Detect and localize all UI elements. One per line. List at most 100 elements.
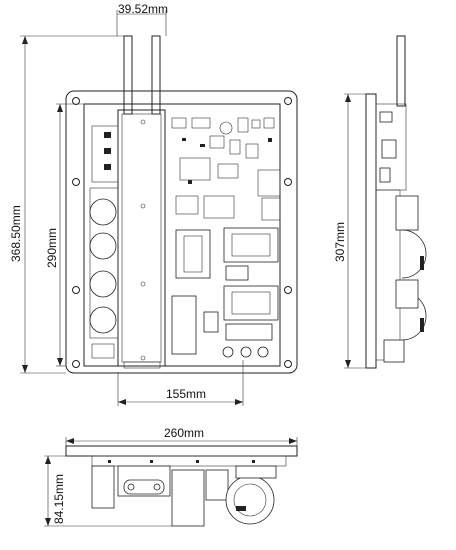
side-component (379, 167, 391, 183)
device-block (91, 125, 119, 183)
ic (203, 195, 235, 219)
dim-arrow (66, 438, 74, 444)
dim-side-height: 307mm (333, 222, 347, 262)
dim-arrow (345, 94, 351, 102)
side-component (395, 195, 419, 231)
bottom-connector (123, 479, 165, 495)
dim-heatsink-width: 155mm (166, 387, 206, 401)
smd-part (268, 138, 272, 142)
terminal (222, 346, 234, 358)
smd-part (263, 117, 275, 129)
bottom-plate (65, 445, 298, 457)
smd-part (182, 138, 186, 141)
dim-antenna-spacing: 39.52mm (118, 2, 168, 16)
antenna-left (123, 35, 133, 115)
smd-part (188, 180, 192, 184)
inductor (223, 285, 279, 321)
heatsink (117, 109, 166, 367)
ic (217, 163, 239, 179)
side-view: 307mm (333, 35, 427, 369)
ic (245, 143, 259, 159)
component (225, 265, 249, 281)
capacitor (89, 232, 117, 260)
ic (229, 139, 241, 155)
bottom-label (236, 506, 246, 511)
smd-part (150, 460, 153, 463)
dim-arrow (118, 399, 126, 405)
inductor-core (231, 291, 271, 315)
connector (91, 343, 115, 359)
power-device (104, 148, 111, 154)
mount-hole (72, 286, 80, 294)
dim-arrow (235, 399, 243, 405)
smd-part (200, 144, 205, 147)
relay (261, 197, 281, 221)
header (171, 117, 187, 129)
smd-part (252, 460, 255, 463)
dim-board-height: 290mm (45, 228, 59, 268)
crystal (219, 121, 233, 135)
terminal (240, 346, 252, 358)
relay (257, 169, 281, 197)
component (225, 323, 273, 341)
ic (175, 195, 199, 215)
smd-part (251, 119, 261, 129)
smd-part (196, 460, 199, 463)
bottom-component (235, 465, 277, 479)
smd-part (108, 460, 111, 463)
ic-area (179, 157, 211, 181)
heatsink-foot (123, 361, 161, 369)
dim-arrow (57, 104, 63, 112)
screw (140, 203, 146, 209)
front-view: 39.52mm 368.50mm 290mm 155mm (9, 2, 298, 406)
bottom-screw (153, 483, 161, 491)
mount-hole (284, 97, 292, 105)
dim-arrow (45, 518, 51, 526)
ic (237, 117, 249, 133)
inductor (223, 227, 279, 263)
capacitor (89, 306, 117, 334)
dim-arrow (57, 358, 63, 366)
bottom-component (205, 469, 229, 501)
bottom-transformer (171, 469, 205, 527)
antenna-side (396, 35, 406, 107)
terminal (257, 346, 269, 358)
dim-arrow (22, 36, 28, 44)
inductor-core (231, 233, 271, 257)
dim-arrow (345, 360, 351, 368)
dim-overall-width: 260mm (164, 426, 204, 440)
dim-overall-height: 368.50mm (9, 205, 23, 262)
mount-hole (72, 178, 80, 186)
bottom-board (91, 455, 287, 467)
side-capacitor (401, 229, 427, 279)
capacitor (89, 198, 117, 226)
dim-overall-depth: 84.15mm (52, 474, 66, 524)
side-component (381, 139, 397, 159)
mount-hole (72, 97, 80, 105)
dim-arrow (45, 456, 51, 464)
mount-hole (284, 286, 292, 294)
side-label (420, 256, 424, 270)
circuit-board (83, 103, 281, 367)
ic (209, 135, 225, 149)
side-component (379, 111, 393, 123)
capacitor (89, 270, 117, 298)
power-device (104, 164, 111, 170)
bottom-screw (127, 483, 135, 491)
screw (140, 355, 146, 361)
bottom-capacitor-inner (233, 483, 267, 517)
dim-arrow (22, 365, 28, 373)
header (191, 117, 211, 129)
component (203, 311, 219, 333)
bottom-capacitor (225, 475, 275, 525)
bottom-component (91, 465, 115, 509)
antenna-right (151, 35, 161, 115)
side-component (383, 339, 405, 363)
power-device (104, 132, 111, 138)
mounting-plate (65, 90, 298, 374)
mount-hole (284, 178, 292, 186)
screw (140, 281, 146, 287)
inductor-tall (171, 295, 197, 355)
heatsink-inner (121, 113, 162, 363)
